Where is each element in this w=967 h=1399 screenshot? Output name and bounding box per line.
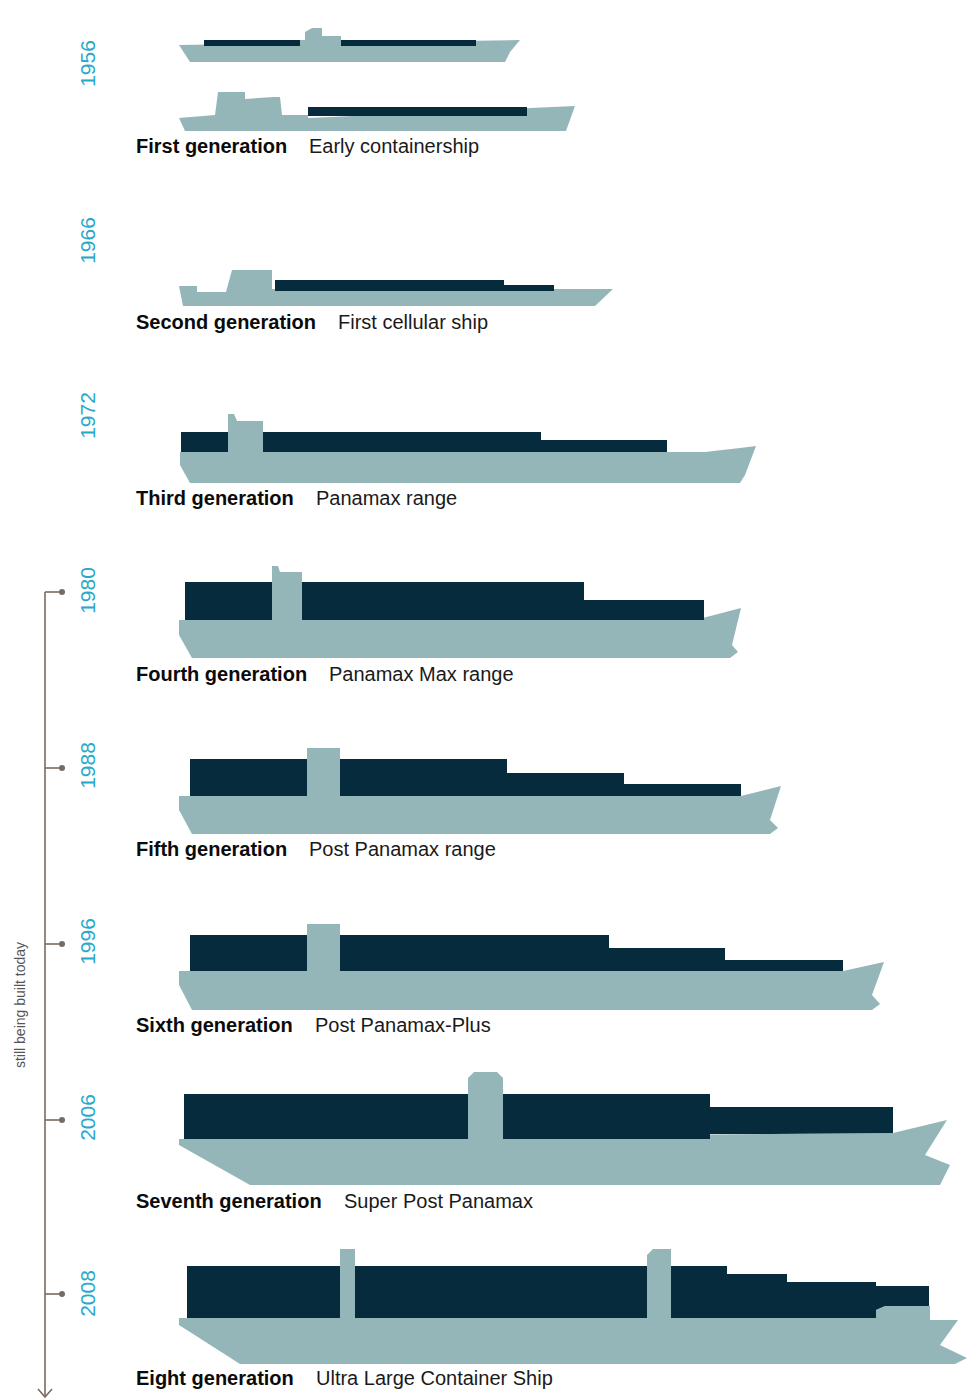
- year-label: 1996: [76, 918, 97, 965]
- generation-name: Third generation: [136, 488, 294, 508]
- year-label: 1980: [76, 567, 97, 614]
- ship-class: Panamax Max range: [329, 664, 514, 684]
- year-label: 1966: [76, 217, 97, 264]
- year-label: 1988: [76, 742, 97, 789]
- timeline-note: still being built today: [13, 942, 27, 1068]
- ship-class: Early containership: [309, 136, 479, 156]
- ship-class: Panamax range: [316, 488, 457, 508]
- ship-class: First cellular ship: [338, 312, 488, 332]
- year-label: 2008: [76, 1270, 97, 1317]
- year-label: 1972: [76, 392, 97, 439]
- ship-class: Post Panamax range: [309, 839, 496, 859]
- generation-name: Fourth generation: [136, 664, 307, 684]
- ship-class: Super Post Panamax: [344, 1191, 533, 1211]
- generation-name: Eight generation: [136, 1368, 294, 1388]
- generation-name: Seventh generation: [136, 1191, 322, 1211]
- generation-name: First generation: [136, 136, 287, 156]
- timeline-bracket: [38, 592, 62, 1397]
- ship-class: Ultra Large Container Ship: [316, 1368, 553, 1388]
- year-label: 1956: [76, 40, 97, 87]
- generation-name: Sixth generation: [136, 1015, 293, 1035]
- generation-name: Fifth generation: [136, 839, 287, 859]
- year-label: 2006: [76, 1094, 97, 1141]
- ship-class: Post Panamax-Plus: [315, 1015, 491, 1035]
- timeline-dots: [59, 589, 65, 1297]
- ship-hulls: [179, 40, 967, 1364]
- generation-name: Second generation: [136, 312, 316, 332]
